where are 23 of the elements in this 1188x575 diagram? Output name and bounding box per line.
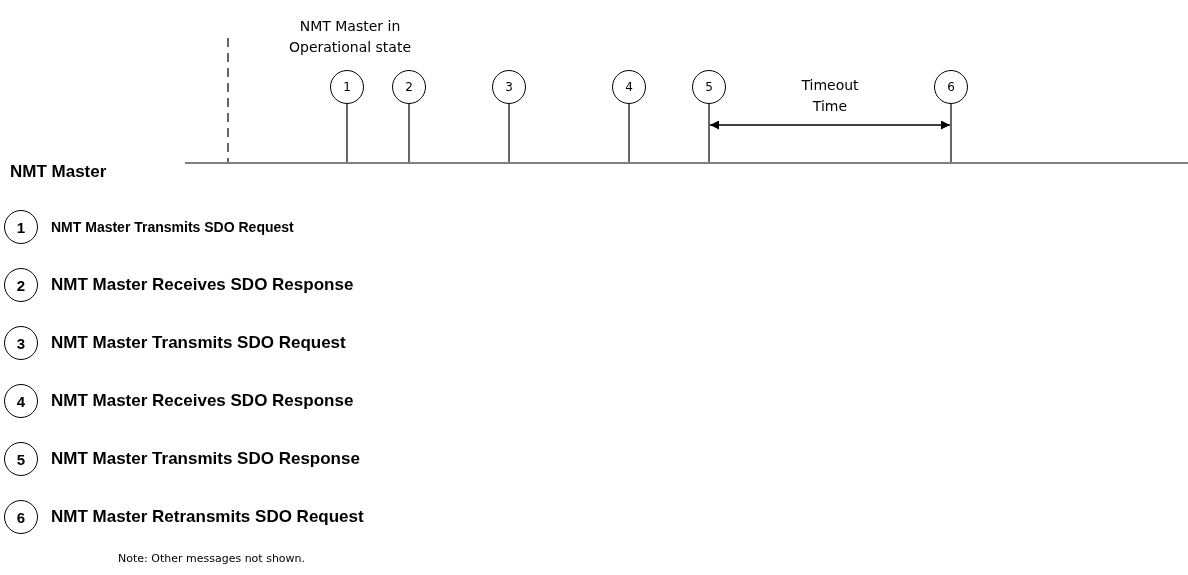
edge-label: Timeout Time [800,76,860,116]
step-description: NMT Master Transmits SDO Request [51,219,294,235]
stem-line [508,103,510,163]
step-description: NMT Master Transmits SDO Request [51,333,346,353]
step-description: NMT Master Receives SDO Response [51,275,354,295]
step-description: NMT Master Receives SDO Response [51,391,354,411]
step-marker: 6 [934,70,968,104]
stem-line [708,103,710,163]
stem-line [628,103,630,163]
step-marker: 5 [692,70,726,104]
step-marker: 3 [492,70,526,104]
state-label: NMT Master in Operational state [287,17,413,57]
step-marker: 1 [330,70,364,104]
timeout-arrow [709,120,951,130]
step-description: NMT Master Transmits SDO Response [51,449,360,469]
note-text: Note: Other messages not shown. [118,551,307,567]
step-marker: 4 [612,70,646,104]
stem-line [950,103,952,163]
step-marker: 2 [392,70,426,104]
stem-line [408,103,410,163]
step-description: NMT Master Retransmits SDO Request [51,507,364,527]
lifeline-label: NMT Master [10,162,107,182]
stem-line [346,103,348,163]
